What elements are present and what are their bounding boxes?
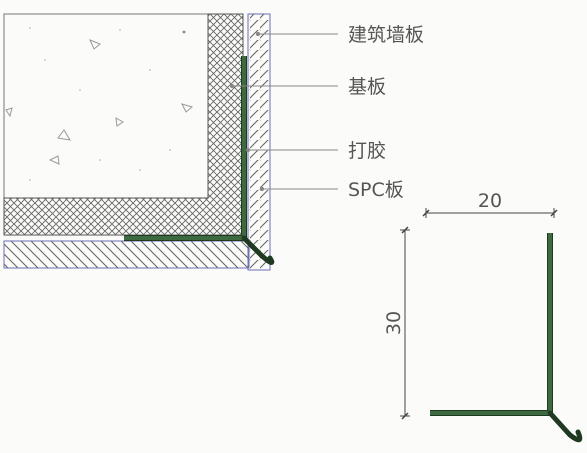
corner-trim-assembly: [124, 56, 275, 265]
label-base-board: 基板: [348, 76, 386, 98]
dimension-height-value: 30: [383, 311, 405, 335]
label-spc-board: SPC板: [348, 179, 404, 201]
corner-trim-profile: [430, 233, 583, 443]
concrete-speckles: [5, 39, 194, 165]
dimension-width: [422, 208, 558, 218]
dimension-width-value: 20: [478, 190, 502, 212]
dimension-height: [400, 226, 410, 420]
concrete-dots: [29, 27, 186, 181]
base-board: [3, 13, 244, 236]
wall-panel: [3, 13, 209, 199]
label-glue: 打胶: [348, 140, 386, 162]
label-wall: 建筑墙板: [348, 24, 424, 46]
spc-board: [3, 13, 271, 271]
leader-lines: [229, 31, 338, 192]
